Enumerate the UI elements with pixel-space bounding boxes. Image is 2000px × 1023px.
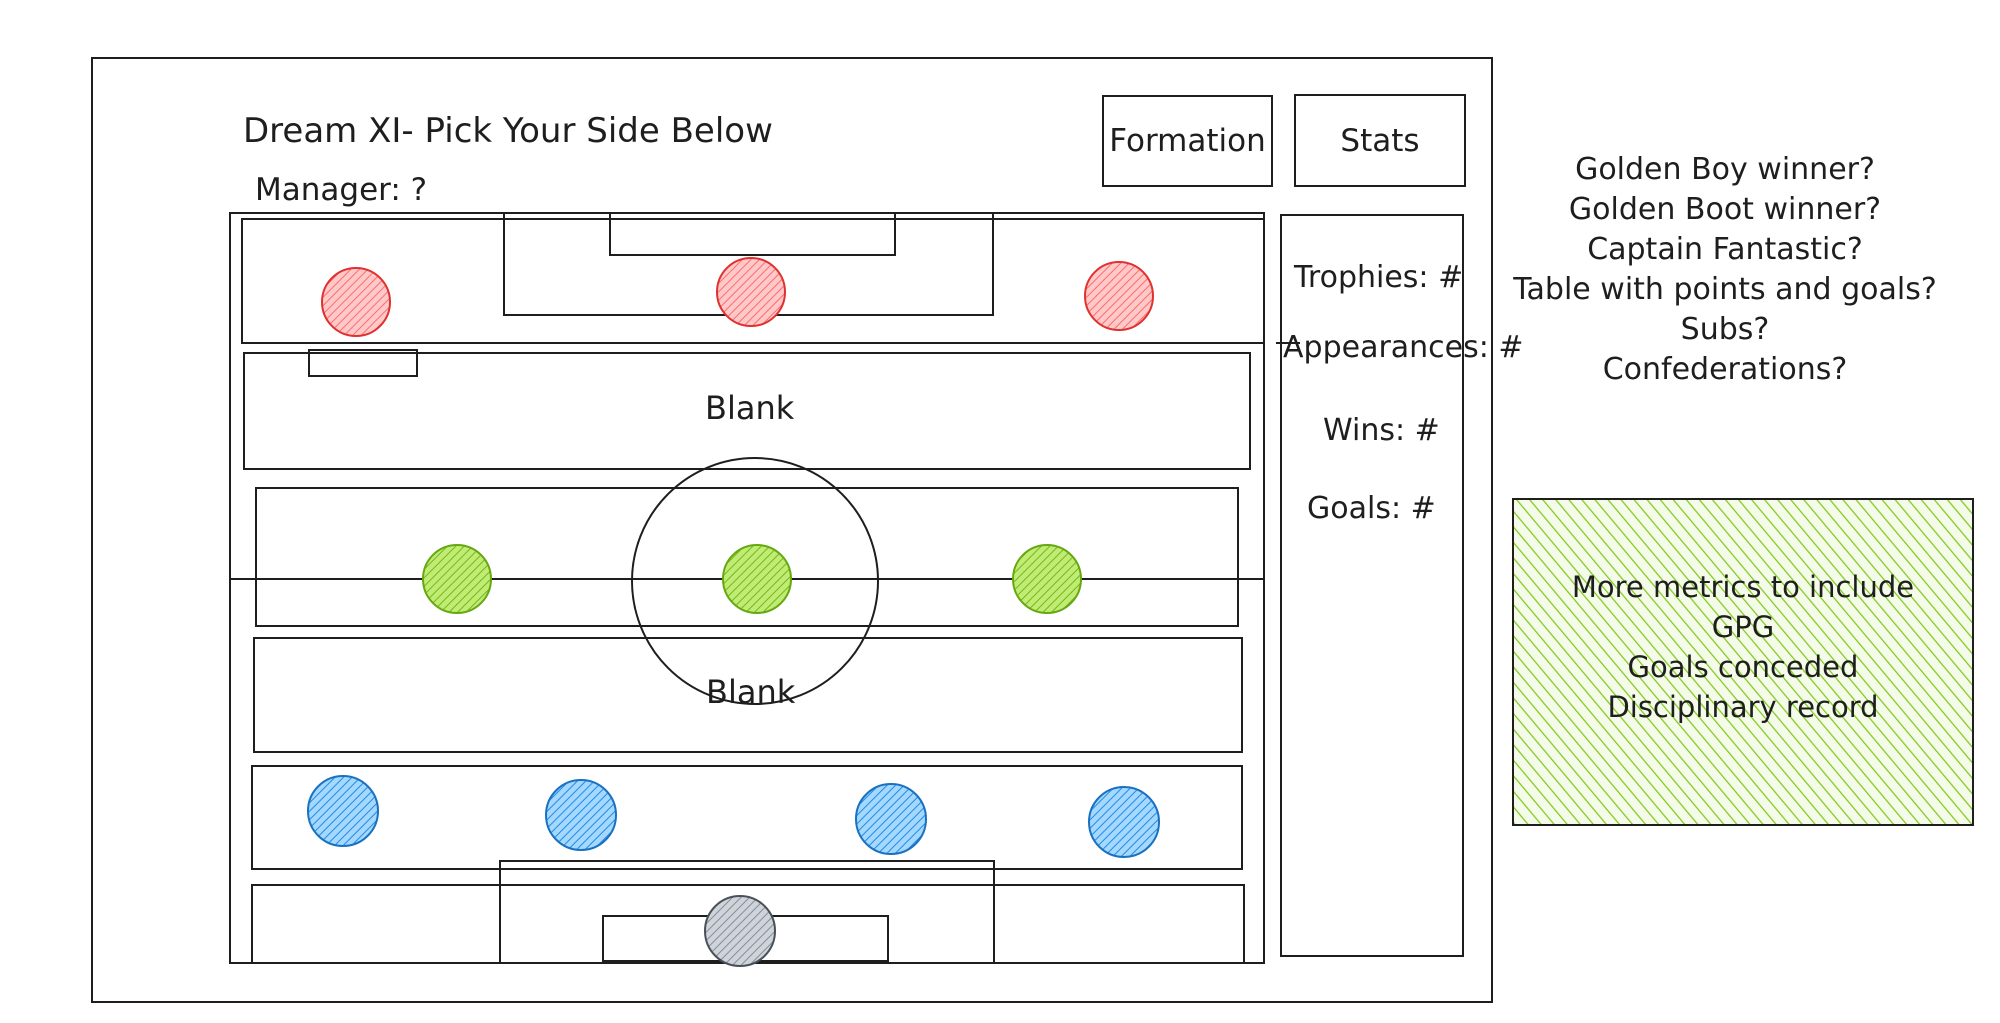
question-item: Table with points and goals? bbox=[1513, 272, 1937, 307]
stat-goals: Goals: # bbox=[1307, 491, 1436, 526]
defender-player-3 bbox=[855, 783, 927, 855]
defender-row bbox=[251, 765, 1243, 870]
blank-row-lower bbox=[253, 637, 1243, 753]
question-item: Confederations? bbox=[1602, 352, 1848, 387]
stat-appearances: Appearances: # bbox=[1283, 330, 1524, 365]
forward-player-right bbox=[1084, 261, 1154, 331]
blank-label-lower: Blank bbox=[706, 673, 796, 711]
defender-player-2 bbox=[545, 779, 617, 851]
midfield-player-right bbox=[1012, 544, 1082, 614]
forward-row bbox=[241, 218, 1265, 344]
blank-row-upper bbox=[243, 352, 1251, 470]
small-marker-box bbox=[308, 349, 418, 377]
stat-trophies: Trophies: # bbox=[1294, 260, 1464, 295]
top-goal-box bbox=[609, 212, 896, 256]
page-title: Dream XI- Pick Your Side Below bbox=[243, 111, 773, 151]
question-item: Subs? bbox=[1680, 312, 1770, 347]
midfield-row bbox=[255, 487, 1239, 627]
metrics-note-line: Disciplinary record bbox=[1607, 690, 1879, 724]
question-item: Golden Boy winner? bbox=[1575, 152, 1875, 187]
question-item: Golden Boot winner? bbox=[1568, 192, 1882, 227]
question-item: Captain Fantastic? bbox=[1587, 232, 1863, 267]
midfield-player-center bbox=[722, 544, 792, 614]
metrics-note-line: Goals conceded bbox=[1627, 650, 1859, 684]
metrics-note: More metrics to include GPG Goals conced… bbox=[1513, 567, 1973, 727]
center-circle bbox=[631, 457, 879, 705]
dashboard-frame bbox=[91, 57, 1493, 1003]
blank-label-upper: Blank bbox=[705, 389, 795, 427]
metrics-note-box bbox=[1512, 498, 1974, 826]
stats-button[interactable]: Stats bbox=[1294, 94, 1466, 187]
metrics-note-line: More metrics to include bbox=[1571, 570, 1915, 604]
stats-panel bbox=[1280, 214, 1464, 957]
defender-player-1 bbox=[307, 775, 379, 847]
stat-wins: Wins: # bbox=[1323, 413, 1440, 448]
manager-label: Manager: ? bbox=[255, 172, 428, 208]
midfield-player-left bbox=[422, 544, 492, 614]
forward-player-center bbox=[716, 257, 786, 327]
goalkeeper-player bbox=[704, 895, 776, 967]
formation-button[interactable]: Formation bbox=[1102, 95, 1273, 187]
defender-player-4 bbox=[1088, 786, 1160, 858]
forward-player-left bbox=[321, 267, 391, 337]
questions-list: Golden Boy winner? Golden Boot winner? C… bbox=[1490, 150, 1960, 390]
metrics-note-line: GPG bbox=[1711, 610, 1775, 644]
